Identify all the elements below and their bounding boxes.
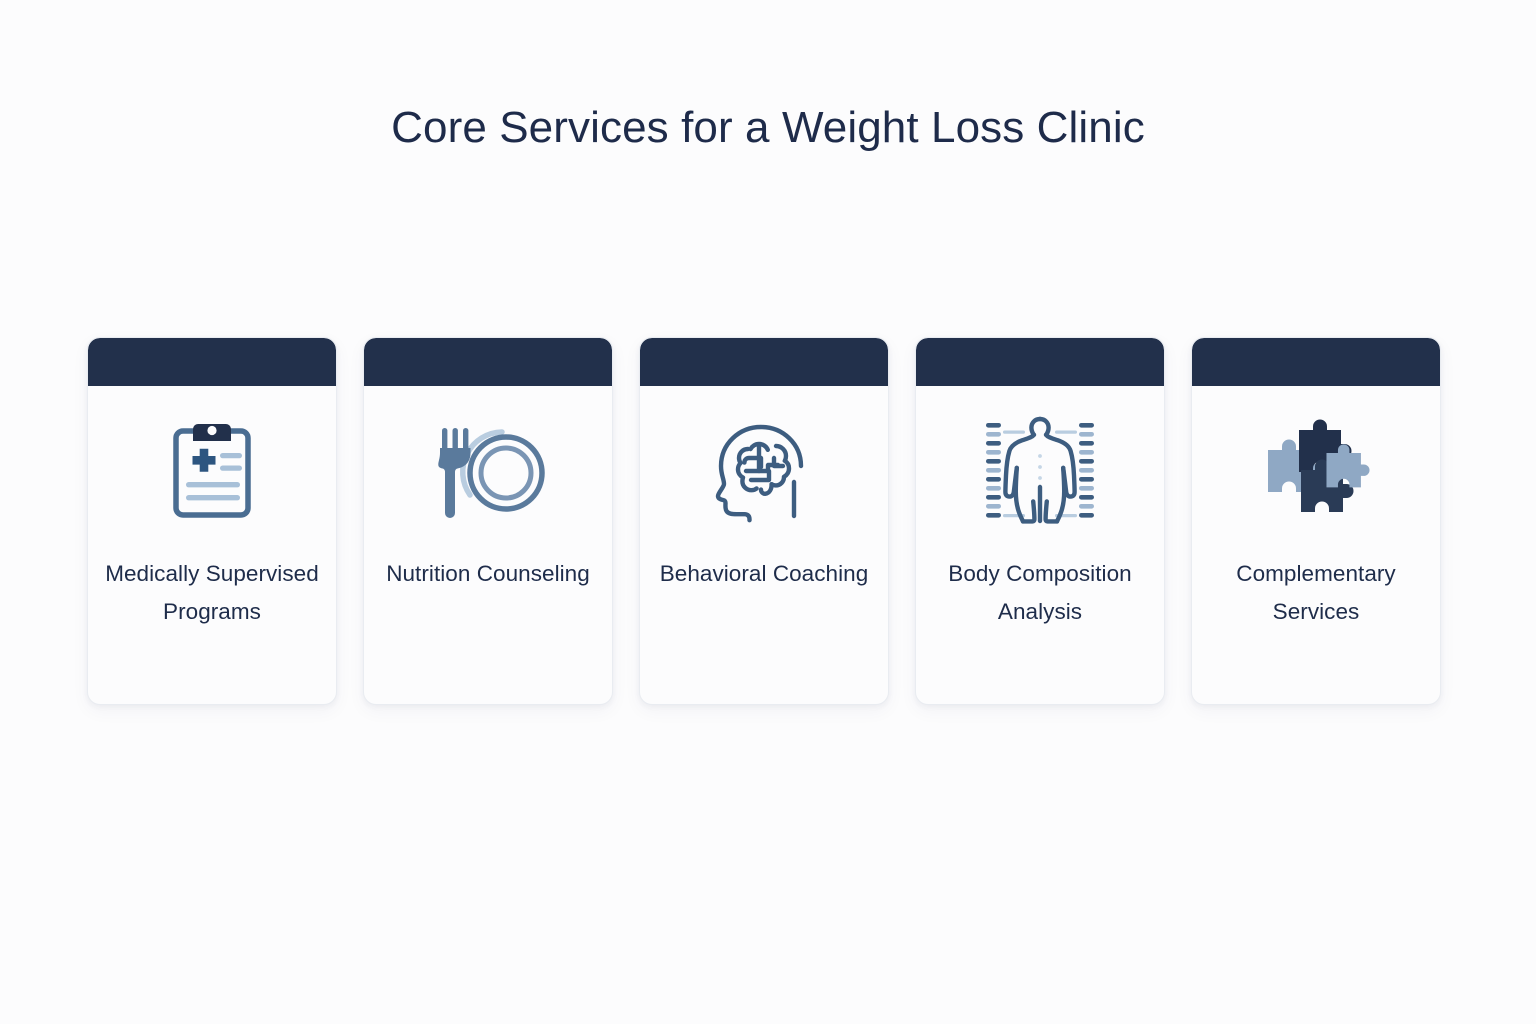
service-card-complementary-services[interactable]: Complementary Services (1191, 337, 1441, 705)
service-card-medically-supervised-programs[interactable]: Medically Supervised Programs (87, 337, 337, 705)
service-card-row: Medically Supervised Programs (87, 337, 1467, 705)
fork-and-plate-icon (429, 413, 547, 531)
puzzle-pieces-icon (1257, 413, 1375, 531)
card-header-bar (916, 338, 1164, 386)
clipboard-medical-icon (153, 413, 271, 531)
card-label: Medically Supervised Programs (105, 561, 319, 624)
card-label: Behavioral Coaching (659, 561, 869, 586)
card-label: Complementary Services (1236, 561, 1396, 624)
card-header-bar (640, 338, 888, 386)
card-header-bar (1192, 338, 1440, 386)
service-card-behavioral-coaching[interactable]: Behavioral Coaching (639, 337, 889, 705)
card-label: Body Composition Analysis (948, 561, 1132, 624)
page-title: Core Services for a Weight Loss Clinic (391, 103, 1145, 152)
card-label: Nutrition Counseling (386, 561, 590, 586)
body-measurement-icon (981, 413, 1099, 531)
service-card-nutrition-counseling[interactable]: Nutrition Counseling (363, 337, 613, 705)
head-brain-icon (705, 413, 823, 531)
card-header-bar (88, 338, 336, 386)
service-card-body-composition-analysis[interactable]: Body Composition Analysis (915, 337, 1165, 705)
card-header-bar (364, 338, 612, 386)
